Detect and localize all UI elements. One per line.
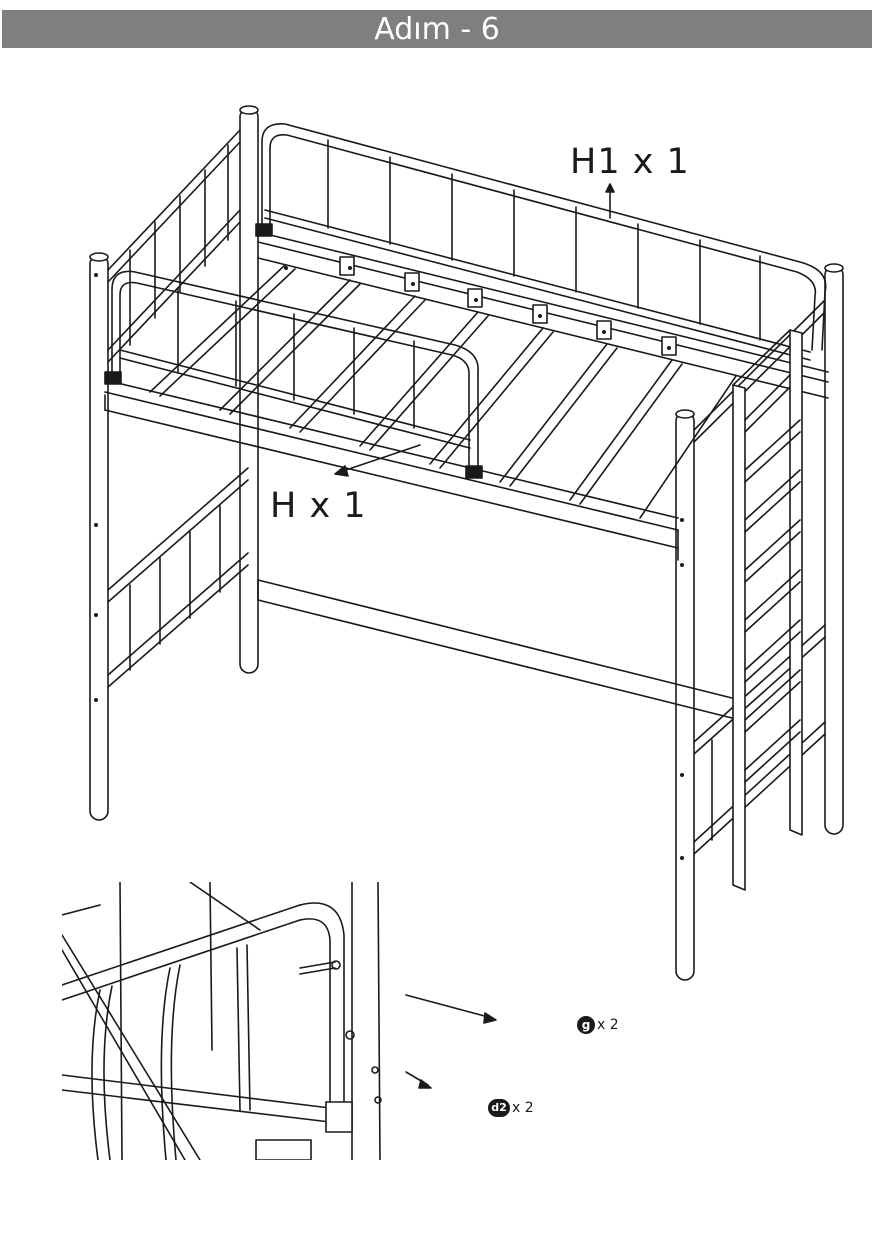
lower-cross-rail	[257, 579, 741, 721]
step-title: Adım - 6	[374, 12, 500, 47]
left-lower-frame	[107, 467, 249, 688]
part-label-h: H x 1	[270, 486, 367, 526]
part-label-h1: H1 x 1	[570, 142, 690, 182]
part-arrows	[334, 183, 615, 477]
bolt-dots	[94, 266, 684, 860]
detail-inset	[62, 882, 497, 1160]
back-guardrail-h1	[261, 123, 827, 361]
hardware-qty-g: x 2	[597, 1017, 619, 1033]
hardware-qty-d2: x 2	[512, 1100, 534, 1116]
hardware-item-d2: d2 x 2	[488, 1099, 534, 1117]
back-side-rail	[255, 223, 829, 399]
ladder	[732, 329, 803, 891]
step-header-bar: Adım - 6	[2, 10, 872, 48]
right-foot-frame	[693, 299, 826, 855]
hardware-badge-g: g	[577, 1016, 595, 1034]
bed-legs	[89, 105, 844, 981]
front-guardrail-h	[104, 270, 483, 479]
left-head-frame	[107, 129, 241, 363]
hardware-badge-d2: d2	[488, 1099, 510, 1117]
front-side-rail	[104, 379, 679, 561]
hardware-item-g: g x 2	[577, 1016, 619, 1034]
